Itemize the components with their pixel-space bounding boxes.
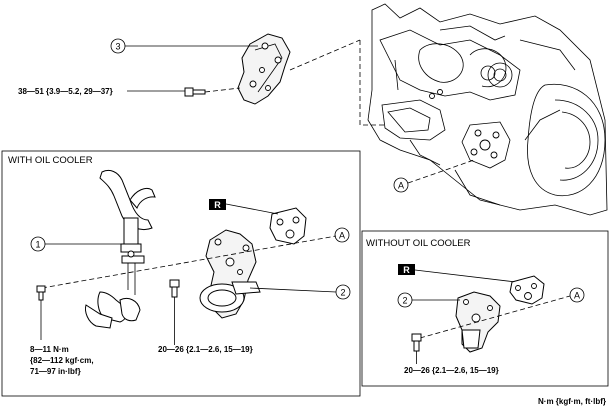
without-oil-cooler-panel <box>361 230 609 387</box>
units-note: N·m {kgf·m, ft·lbf} <box>538 397 606 406</box>
replace-badge-without-cooler <box>398 264 415 275</box>
oil-pipe-bolt-icon <box>36 285 46 301</box>
replace-badge-with-cooler <box>209 199 226 210</box>
callout-2-without-cooler-label: 2 <box>402 296 407 306</box>
engine-bracket-part <box>237 33 291 105</box>
oil-cooler-part <box>199 229 261 319</box>
bracket-bolt-icon <box>184 87 206 97</box>
engine-dashed-line <box>359 40 385 126</box>
no-cooler-bolt-icon <box>411 333 422 352</box>
replace-badge-with-cooler-label: R <box>214 200 221 210</box>
with-oil-cooler-panel <box>1 150 361 397</box>
callout-1-label: 1 <box>35 240 40 250</box>
bracket-dashed-line <box>289 39 361 71</box>
replace-badge-without-cooler-label: R <box>403 265 410 275</box>
callout-2-with-cooler-label: 2 <box>340 288 345 298</box>
no-cooler-bolt-torque: 20—26 {2.1—2.6, 15—19} <box>404 366 499 375</box>
without-oil-cooler-heading: WITHOUT OIL COOLER <box>366 238 471 249</box>
gasket-without-cooler <box>509 275 545 305</box>
oil-pipe-torque-line3: 71—97 in·lbf} <box>30 367 81 376</box>
ref-a-with-cooler-label: A <box>339 231 345 241</box>
ref-a-without-cooler <box>569 287 585 303</box>
cooler-alignment-line <box>41 235 337 289</box>
oil-pipe-torque-line2: {82—112 kgf·cm, <box>30 356 94 365</box>
oil-pipe-torque-line1: 8—11 N·m <box>30 345 69 354</box>
cooler-bolt-icon <box>169 279 180 298</box>
callout-3-label: 3 <box>115 42 120 52</box>
cooler-bolt-torque: 20—26 {2.1—2.6, 15—19} <box>158 345 253 354</box>
bracket-bolt-torque: 38—51 {3.9—5.2, 29—37} <box>18 87 113 96</box>
ref-a-engine-label: A <box>398 181 404 191</box>
ref-a-without-cooler-label: A <box>574 291 580 301</box>
ref-a-with-cooler <box>334 227 350 243</box>
gasket-with-cooler <box>269 207 307 245</box>
no-cooler-alignment-line <box>419 295 571 339</box>
engine-block-illustration <box>367 3 608 216</box>
with-oil-cooler-heading: WITH OIL COOLER <box>8 155 93 166</box>
ref-a-engine <box>393 177 409 193</box>
oil-hose-part <box>85 169 156 329</box>
